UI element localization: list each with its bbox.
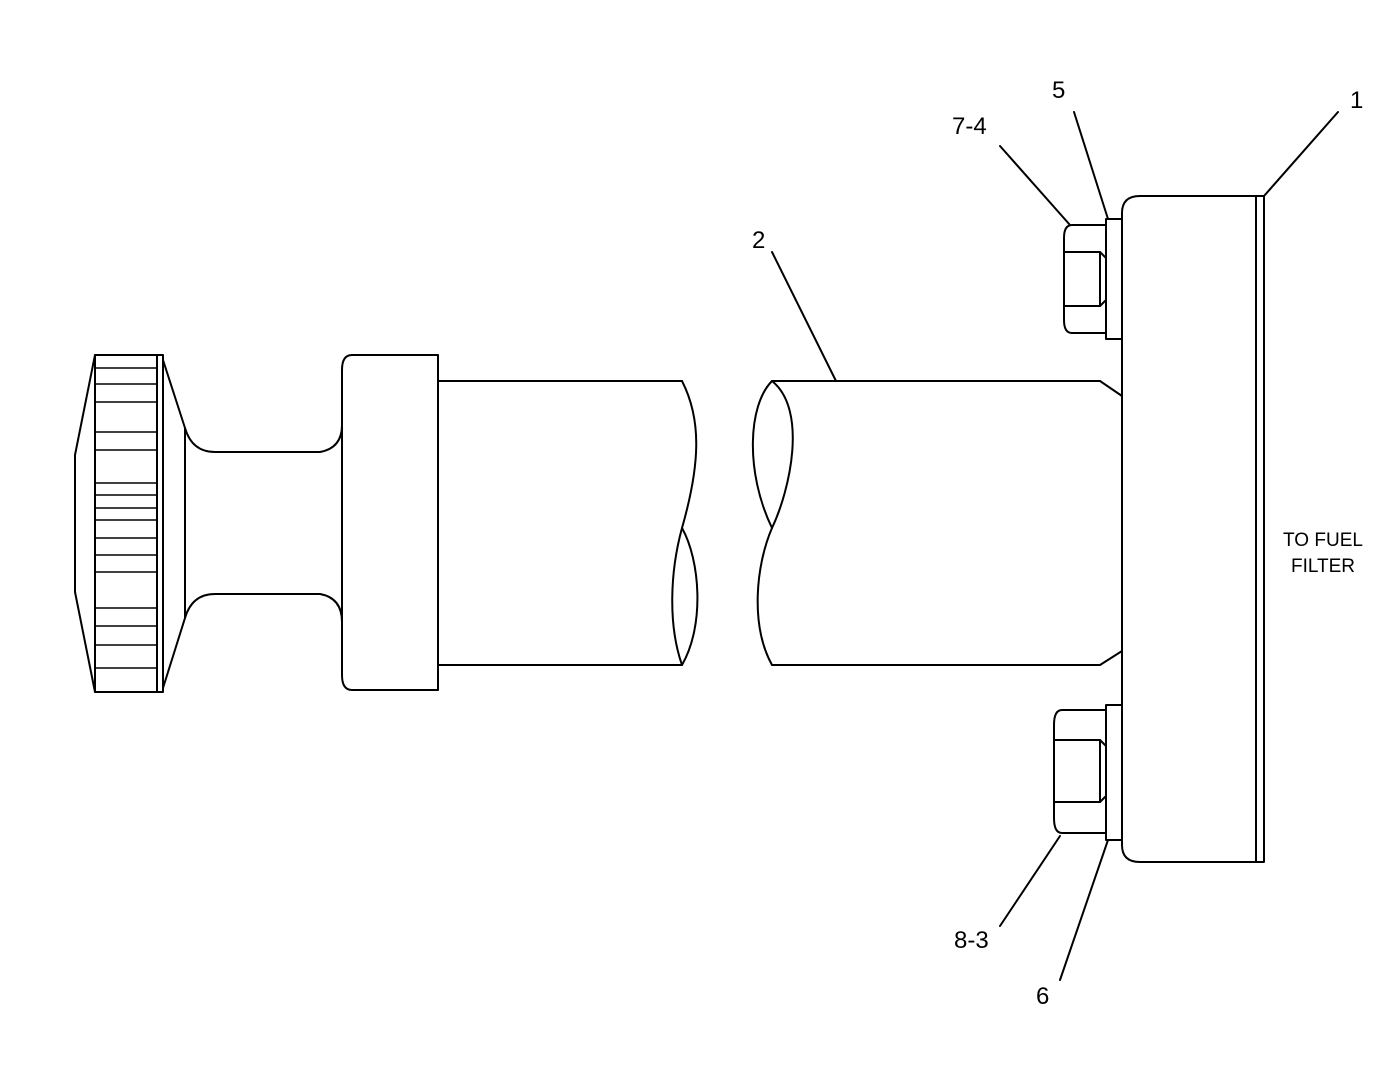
leader-2: [771, 251, 837, 382]
note-line-1: TO FUEL: [1283, 530, 1363, 551]
bottom-bolt-head: [1053, 709, 1107, 834]
callout-5: 5: [1052, 77, 1065, 104]
leader-8-3: [999, 835, 1061, 927]
knob-neck: [184, 424, 343, 623]
collar: [341, 354, 439, 691]
bottom-washer: [1105, 704, 1123, 841]
leader-1: [1263, 111, 1339, 197]
knurl-ridges: [95, 367, 157, 669]
knurled-knob: [74, 354, 186, 693]
top-bolt-head: [1063, 224, 1107, 334]
callout-7-4: 7-4: [952, 113, 987, 140]
callout-2: 2: [752, 227, 765, 254]
top-washer: [1105, 218, 1123, 340]
callout-6: 6: [1036, 983, 1049, 1010]
leader-7-4: [999, 145, 1071, 226]
leader-6: [1059, 839, 1109, 981]
flange-body: [1121, 195, 1265, 863]
leader-lines: [771, 111, 1339, 981]
note-line-2: FILTER: [1291, 556, 1355, 577]
callout-1: 1: [1350, 87, 1363, 114]
shaft-left-section: [437, 380, 699, 666]
leader-5: [1073, 111, 1109, 220]
callout-8-3: 8-3: [954, 927, 989, 954]
shaft-right-section: [751, 380, 1123, 666]
